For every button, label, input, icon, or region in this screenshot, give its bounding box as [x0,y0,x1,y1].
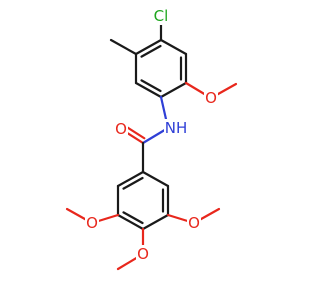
label-halo-o_methoxy_top [204,89,218,107]
label-halo-cl [149,7,173,25]
bond-u6-u1-double [140,44,162,58]
atom-label-o_methoxy_right: O [188,214,200,232]
label-halo-o_methoxy_bottom [136,245,150,263]
bond-l3-l4 [116,213,145,231]
atom-label-o_methoxy_bottom: O [137,245,149,263]
bond-u1-u2 [159,38,188,56]
bond-u4-u5-double [140,79,162,93]
atom-label-o_carbonyl: O [115,120,127,138]
bond-cc-oc-double [126,126,146,140]
bond-u4-u5 [134,81,163,99]
bond-l6-l1 [141,170,170,188]
molecule-structure-diagram: ClO NH O O O O [65,7,238,271]
label-halo-o_carbonyl [114,120,128,138]
atom-label-layer: ClO NH O O O O [85,7,218,263]
atom-label-o_methoxy_left: O [86,214,98,232]
bond-l1-l2 [116,170,145,188]
bond-u6-me_u [109,38,138,56]
label-halo-o_methoxy_right [187,214,201,232]
label-halo-nh [164,119,188,137]
bond-u3-u4 [159,81,188,99]
atom-label-nh: NH [165,119,188,137]
label-halo-o_methoxy_left [85,214,99,232]
bond-u6-u1 [134,38,163,56]
atom-label-o_methoxy_top: O [205,89,217,107]
atom-label-cl: Cl [154,7,169,25]
bond-l1-l2-double [122,176,144,190]
bond-n-cc [141,126,170,145]
bond-l4-l5 [141,213,170,231]
bond-l3-l4-double [122,211,144,225]
